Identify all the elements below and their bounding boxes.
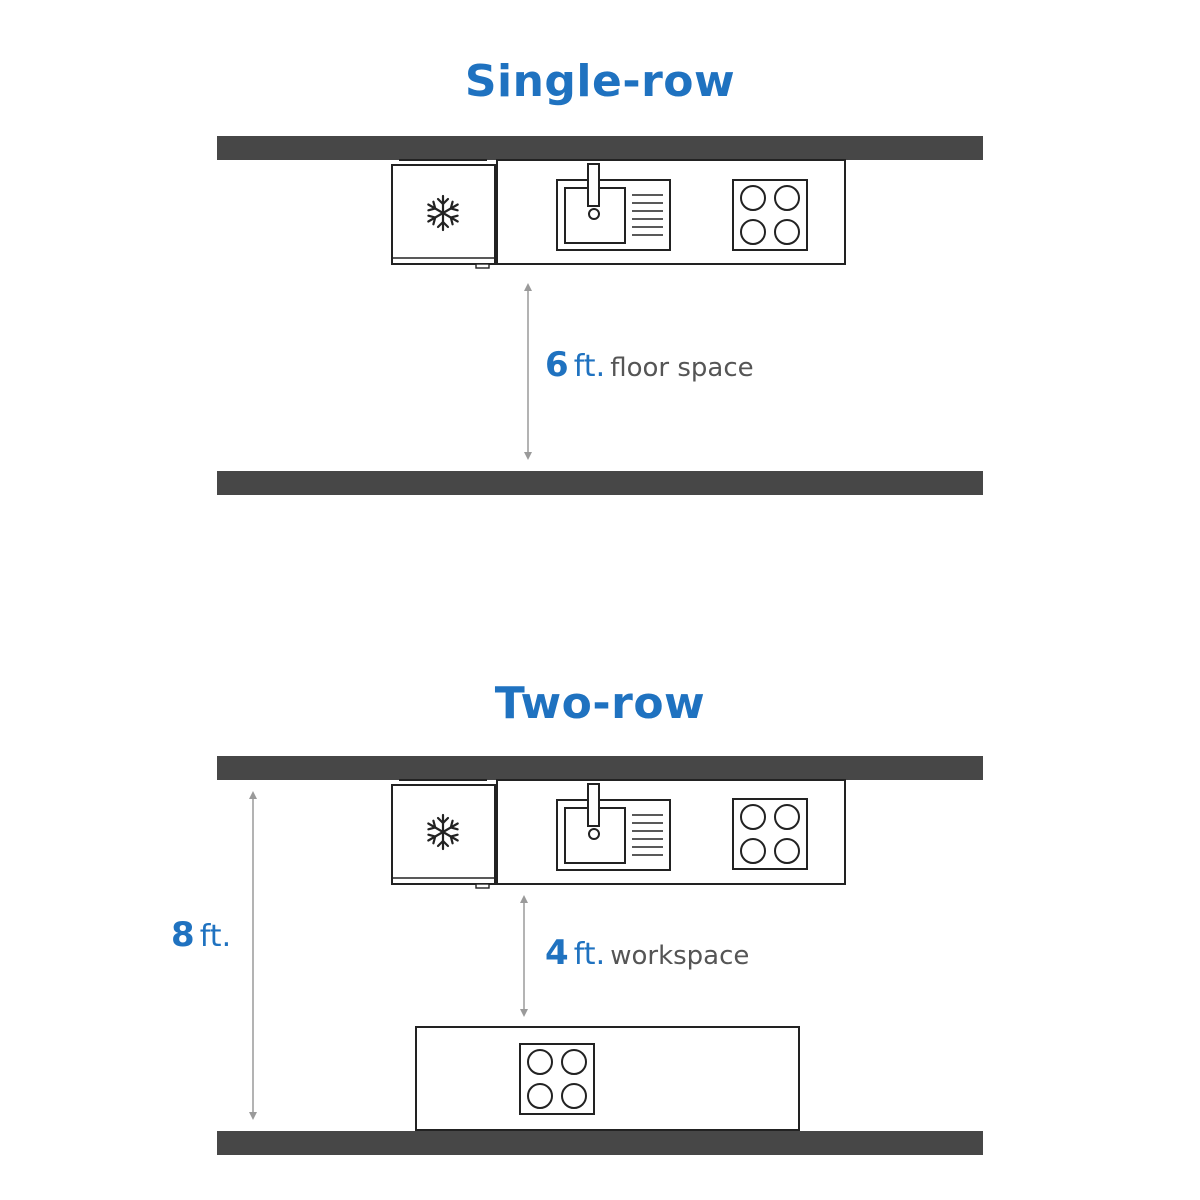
floor-space-label: 6 ft. floor space (545, 348, 754, 382)
cooktop-icon (732, 798, 808, 870)
two-row-title: Two-row (494, 678, 706, 729)
floor-space-unit: ft. (573, 349, 606, 384)
wall-bottom (217, 1131, 983, 1155)
wall-top (217, 756, 983, 780)
two-row-plan (217, 756, 983, 1155)
floor-space-value: 6 (545, 345, 569, 385)
island-cooktop-icon (519, 1043, 595, 1115)
wall-bottom (217, 471, 983, 495)
wall-top (217, 136, 983, 160)
overall-dimension-arrow (249, 791, 257, 1120)
island-counter (415, 1026, 800, 1131)
single-row-plan (217, 136, 983, 495)
overall-dimension-unit: ft. (199, 919, 232, 954)
workspace-label: 4 ft. workspace (545, 936, 749, 970)
overall-dimension-label: 8 ft. (171, 918, 231, 952)
single-row-title: Single-row (464, 56, 736, 107)
floor-space-description: floor space (610, 353, 754, 383)
workspace-dimension-arrow (520, 895, 528, 1017)
overall-dimension-value: 8 (171, 915, 195, 955)
cooktop-icon (732, 179, 808, 251)
workspace-value: 4 (545, 933, 569, 973)
workspace-unit: ft. (573, 937, 606, 972)
floor-space-dimension-arrow (524, 283, 532, 460)
workspace-description: workspace (610, 941, 750, 971)
